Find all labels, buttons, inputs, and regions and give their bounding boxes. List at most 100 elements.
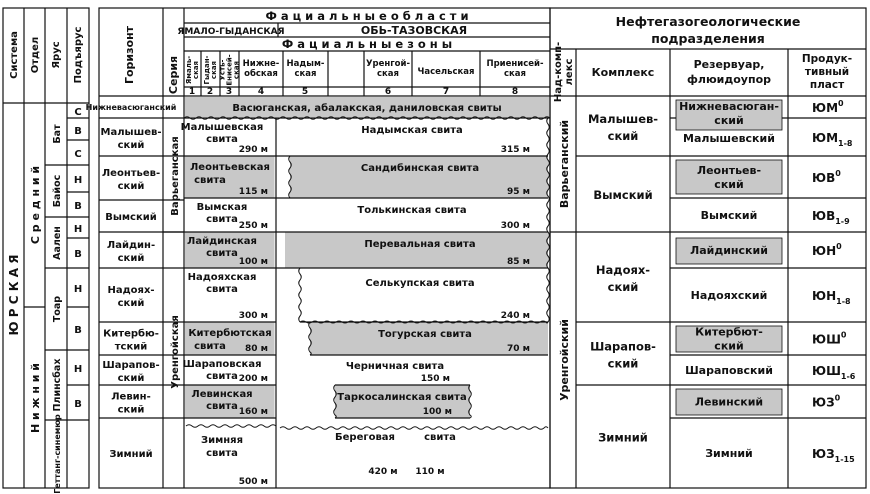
header-nadkompleks: Над-комп-лекс xyxy=(553,42,575,102)
zone-name: Часельская xyxy=(417,67,474,77)
formation-thickness: 290 м xyxy=(239,145,268,155)
shaded-formations xyxy=(184,96,550,418)
formation-thickness: 250 м xyxy=(239,221,268,231)
formation-thickness: 240 м xyxy=(501,311,530,321)
formation-name: Китербютская xyxy=(188,327,271,339)
formation-thickness: 95 м xyxy=(507,187,530,197)
header-seriya: Серия xyxy=(167,56,180,94)
left-table-border xyxy=(2,7,90,489)
formation-name: Перевальная свита xyxy=(364,239,475,250)
beregovaya-thickness-1: 420 м xyxy=(368,467,397,477)
levin-res-shade xyxy=(675,388,783,416)
otdel-nizhny: Н и ж н и й xyxy=(29,363,42,433)
horizon-label: Шарапов-ский xyxy=(102,360,159,384)
reservoir-label: Вымский xyxy=(701,209,758,222)
formation-name: Черничная свита xyxy=(346,361,444,372)
horizon-label: Китербю-тский xyxy=(103,328,159,353)
leontyev-res-shade xyxy=(675,159,783,195)
formation-thickness: 160 м xyxy=(239,407,268,417)
yarus-toar: Тоар xyxy=(52,296,63,322)
facial-zones-title: Ф а ц и а л ь н ы е з о н ы xyxy=(282,37,452,51)
nizhnevasyugan-shade xyxy=(675,99,783,131)
podyarus-label: С xyxy=(74,149,81,160)
formation-name: свита xyxy=(194,341,226,352)
sistema-value: Ю Р С К А Я xyxy=(7,255,21,336)
right-header-text: Нефтегазогеологические подразделения Над… xyxy=(553,14,852,102)
middle-header-text: Горизонт Серия Ф а ц и а л ь н ы е о б л… xyxy=(123,9,469,94)
wave-boundary xyxy=(333,384,337,419)
sandibin-shade xyxy=(290,156,548,198)
yarus-plinsbakh: Плинсбах xyxy=(52,359,63,412)
podyarus-label: В xyxy=(74,325,82,336)
wave-boundary xyxy=(279,426,549,430)
beregovaya-formation: Береговая свита 420 м 110 м xyxy=(335,432,456,477)
reservoir-label: Зимний xyxy=(705,447,753,460)
kompleks-label: Надоях-ский xyxy=(596,263,650,294)
podyarus-label: В xyxy=(74,201,82,212)
formation-thickness: 500 м xyxy=(239,477,268,487)
wave-boundary xyxy=(183,116,551,120)
right-shades xyxy=(675,99,783,416)
series-urengoy: Уренгойская xyxy=(170,315,181,389)
horizon-label: Нижневасюганский xyxy=(86,103,177,112)
formation-name: свита xyxy=(194,175,226,186)
otdel-sredny: С р е д н и й xyxy=(29,166,42,244)
nadkompleks-labels: Варьеганский Уренгойский xyxy=(558,120,571,401)
kompleks-label: Малышев-ский xyxy=(588,112,658,143)
plast-label: ЮН1-8 xyxy=(812,289,851,306)
vasyugan-shade xyxy=(184,96,550,118)
horizon-label: Левин-ский xyxy=(111,392,150,416)
horizon-labels: НижневасюганскийМалышев-скийЛеонтьев-ски… xyxy=(86,103,177,460)
wave-boundary xyxy=(546,117,550,323)
zone-number: 3 xyxy=(226,87,232,97)
zone-number: 6 xyxy=(385,87,391,97)
levin-shade xyxy=(184,385,275,418)
podyarus-label: Н xyxy=(74,175,82,186)
header-kompleks: Комплекс xyxy=(592,66,655,79)
formation-thickness: 70 м xyxy=(507,344,530,354)
leontyev-shade xyxy=(184,156,275,198)
reservoir-label: Левинский xyxy=(695,396,763,409)
podyarus-label: В xyxy=(74,126,82,137)
beregovaya-thickness-2: 110 м xyxy=(415,467,444,477)
reservoir-label: Надояхский xyxy=(691,289,768,302)
zone-name: Ямаль-ская xyxy=(185,56,200,84)
formation-thickness: 150 м xyxy=(421,374,450,384)
plast-label: ЮШ0 xyxy=(812,331,847,347)
formation-name: Толькинская свита xyxy=(357,205,466,216)
laydin-res-shade xyxy=(675,237,783,265)
middle-table-frame xyxy=(98,7,551,489)
formation-name: Леонтьевская xyxy=(190,162,270,173)
reservoir-label: Китербют-ский xyxy=(695,326,763,353)
zone-name: Нижне-обская xyxy=(243,59,280,79)
wave-boundary xyxy=(298,267,302,323)
formation-dividers xyxy=(184,118,548,488)
right-table-frame xyxy=(549,7,867,489)
reservoir-labels: Нижневасюган-скийМалышевскийЛеонтьев-ски… xyxy=(679,100,779,460)
formation-name: Тогурская свита xyxy=(378,329,472,340)
reservoir-label: Нижневасюган-ский xyxy=(679,100,779,127)
beregovaya-label: Береговая xyxy=(335,432,395,443)
facial-regions-title: Ф а ц и а л ь н ы е о б л а с т и xyxy=(265,9,468,23)
nadkompleks-urengoy: Уренгойский xyxy=(558,319,571,401)
zone-name: Гыдан-ская xyxy=(203,55,218,84)
formation-name: Селькупская свита xyxy=(365,278,474,289)
formation-thickness: 80 м xyxy=(245,344,268,354)
region-yamal: ЯМАЛО-ГЫДАНСКАЯ xyxy=(177,27,284,37)
wave-boundary xyxy=(288,155,292,199)
plast-label: ЮВ1-9 xyxy=(812,209,850,226)
formation-thickness: 315 м xyxy=(501,145,530,155)
formation-thickness: 300 м xyxy=(501,221,530,231)
right-title-line2: подразделения xyxy=(651,31,765,46)
reservoir-label: Шараповский xyxy=(685,364,773,377)
